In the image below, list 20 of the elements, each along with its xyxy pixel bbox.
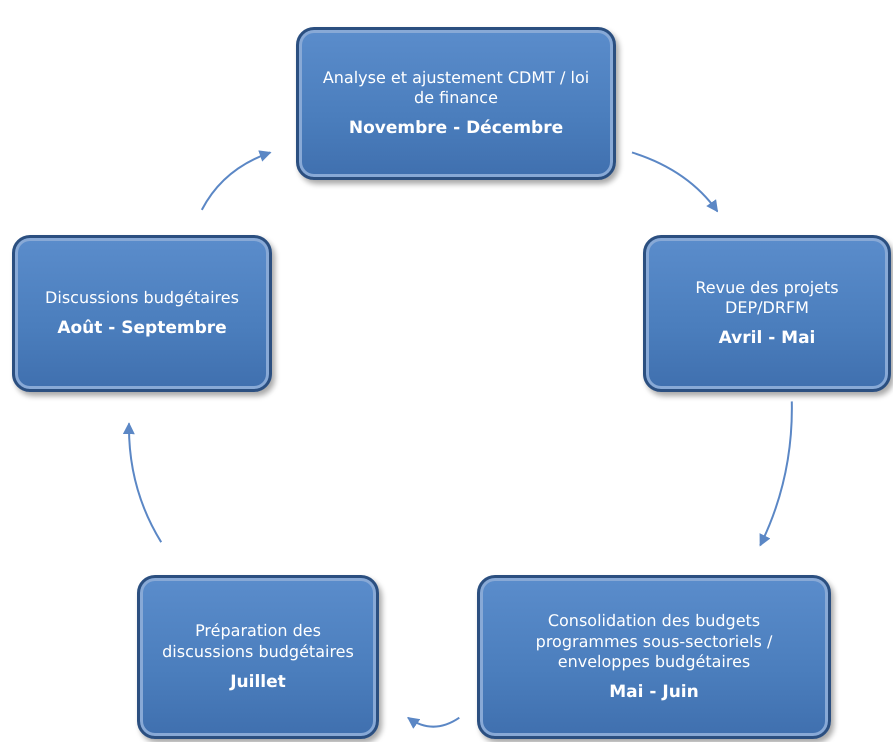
period-text: Novembre - Décembre <box>348 117 564 140</box>
process-box <box>137 575 379 739</box>
arrow <box>407 716 460 729</box>
step-text: Préparation des discussions budgétaires <box>161 621 355 663</box>
process-box <box>296 27 616 180</box>
arrow <box>632 152 718 212</box>
step-text: Revue des projets DEP/DRFM <box>694 278 840 320</box>
arrow <box>759 401 793 547</box>
arrow <box>200 150 272 210</box>
step-text: Consolidation des budgets programmes sous-sectoriels / enveloppes budgétaires <box>534 610 774 674</box>
period-text: Avril - Mai <box>718 327 816 350</box>
process-box <box>643 235 891 392</box>
process-box <box>12 235 272 392</box>
period-text: Mai - Juin <box>609 681 699 704</box>
arrow <box>123 422 162 543</box>
period-text: Août - Septembre <box>57 316 227 339</box>
step-text: Discussions budgétaires <box>45 288 239 309</box>
period-text: Juillet <box>230 670 286 693</box>
process-box <box>477 575 831 739</box>
step-text: Analyse et ajustement CDMT / loi de finance <box>322 68 590 110</box>
